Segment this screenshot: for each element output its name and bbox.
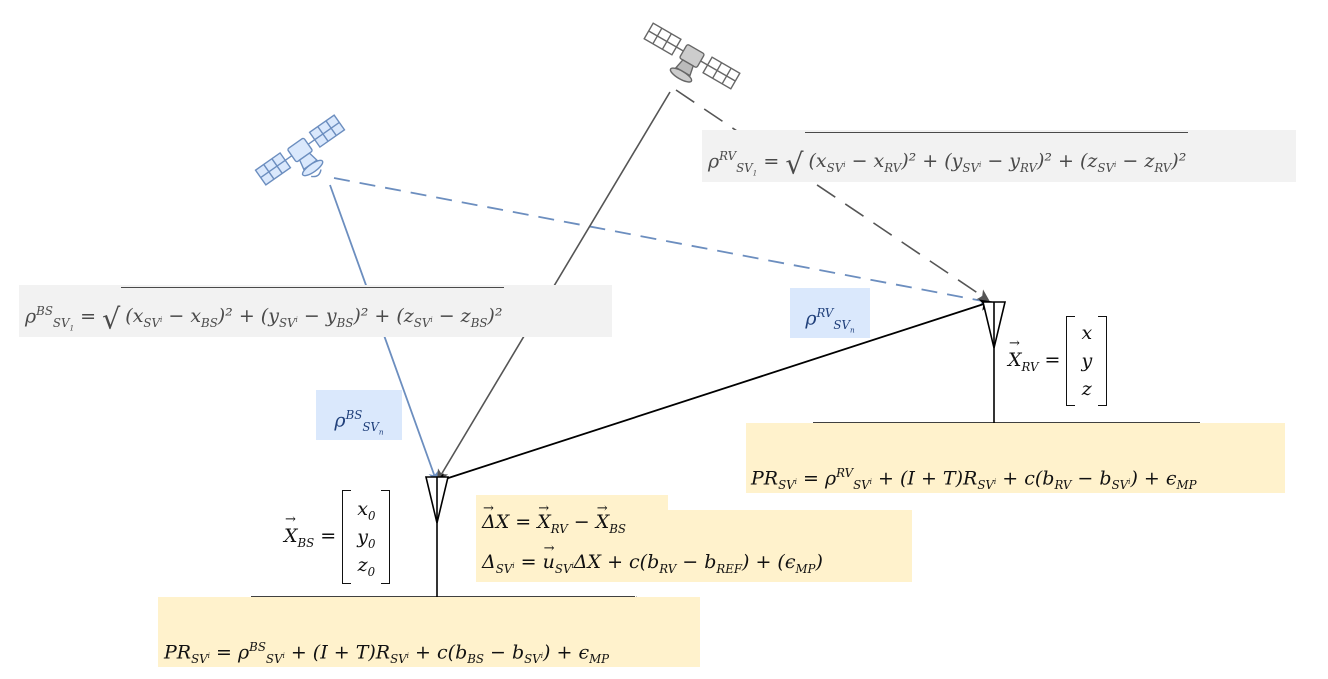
rho-rv-svn-label: ρRVSVn — [790, 288, 870, 338]
rho-bs-svn-label: ρBSSVn — [316, 390, 402, 440]
radicand: (xSVi − xRV)² + (ySVi − yRV)² + (zSVi − … — [804, 132, 1189, 194]
radical-sign: √ — [102, 302, 121, 336]
rover-position-matrix: XRV = xyz — [1008, 316, 1108, 406]
radical-sign: √ — [785, 147, 804, 181]
rho-sup: RV — [719, 149, 737, 163]
signal-blue-dashed — [333, 177, 990, 306]
delta-equations-box: ΔX = XRV − XBS ΔSVi = uSViΔX + c(bRV − b… — [476, 491, 912, 582]
delta-x-line: ΔX = XRV − XBS — [482, 491, 626, 547]
antenna-base-icon — [424, 476, 450, 597]
delta-sv-line: ΔSVi = uSViΔX + c(bRV − bREF) + (ϵMP) — [482, 531, 823, 587]
rho-bs-sv1-equation: ρBSSV1 = √(xSVi − xBS)² + (ySVi − yBS)² … — [19, 285, 612, 337]
satellite-gray-icon — [643, 22, 741, 90]
baseline-vector — [434, 299, 992, 485]
satellite-blue-icon — [254, 114, 346, 186]
rho-symbol: ρ — [708, 150, 720, 173]
rho-sub: SV — [736, 161, 753, 176]
pr-base-equation: PRSVi = ρBSSVi + (I + T)RSVi + c(bBS − b… — [158, 597, 700, 667]
signal-gray-dashed — [675, 89, 990, 302]
rho-rv-sv1-equation: ρRVSV1 = √(xSVi − xRV)² + (ySVi − yRV)² … — [702, 130, 1296, 182]
rho-subsub: 1 — [752, 168, 758, 178]
antenna-rover-icon — [981, 301, 1007, 423]
radicand: (xSVi − xBS)² + (ySVi − yBS)² + (zSVi − … — [121, 287, 505, 349]
delta-x-equation — [476, 495, 668, 511]
equals: = — [757, 150, 786, 173]
pr-rover-equation: PRSVi = ρRVSVi + (I + T)RSVi + c(bRV − b… — [746, 423, 1285, 493]
